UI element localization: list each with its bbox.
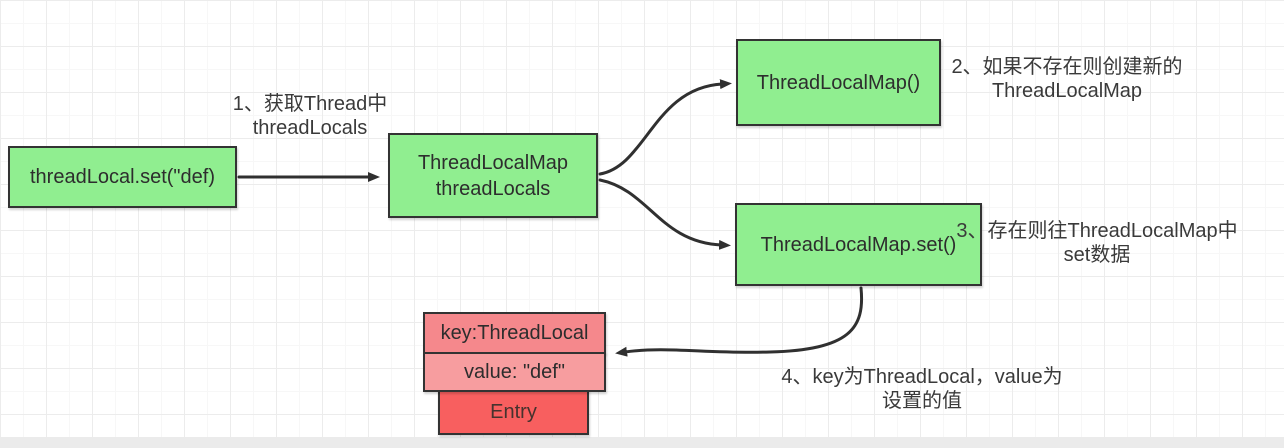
node-entry-value-label: value: "def" [464, 360, 565, 383]
node-entry: Entry [438, 389, 589, 435]
annotation-step4-line1: 4、key为ThreadLocal，value为 [781, 366, 1063, 388]
node-map-line2: threadLocals [435, 177, 551, 200]
annotation-step2-line1: 2、如果不存在则创建新的 [951, 56, 1183, 78]
node-threadlocal-set: threadLocal.set("def) [8, 146, 237, 208]
annotation-step1-line2: threadLocals [252, 117, 368, 139]
arrow-map-to-create [598, 79, 732, 176]
node-map-line1: ThreadLocalMap [417, 151, 569, 174]
node-threadlocal-set-label: threadLocal.set("def) [30, 166, 215, 188]
annotation-step3-line2: set数据 [1063, 244, 1131, 266]
node-entry-key: key:ThreadLocal [423, 312, 606, 354]
annotation-step3-line1: 3、存在则往ThreadLocalMap中 [956, 220, 1238, 242]
node-set-label: ThreadLocalMap.set() [760, 233, 957, 256]
node-entry-label: Entry [490, 401, 537, 423]
annotation-step2-line2: ThreadLocalMap [991, 80, 1143, 102]
node-entry-value: value: "def" [423, 351, 606, 392]
arrow-set-to-entry [615, 286, 864, 357]
annotation-step4-line2: 设置的值 [882, 390, 962, 412]
annotation-step1-line1: 1、获取Thread中 [232, 93, 388, 115]
bottom-gray-strip [0, 437, 1284, 448]
annotation-step1: 1、获取Thread中 threadLocals [195, 92, 425, 140]
annotation-step3: 3、存在则往ThreadLocalMap中 set数据 [952, 219, 1242, 267]
node-create-label: ThreadLocalMap() [756, 71, 921, 94]
node-threadlocalmap-constructor: ThreadLocalMap() [736, 39, 941, 126]
annotation-step2: 2、如果不存在则创建新的 ThreadLocalMap [938, 55, 1196, 103]
node-threadlocalmap-threadlocals: ThreadLocalMap threadLocals [388, 133, 598, 218]
annotation-step4: 4、key为ThreadLocal，value为 设置的值 [763, 365, 1081, 413]
arrow-map-to-set [598, 178, 731, 250]
node-threadlocalmap-set: ThreadLocalMap.set() [735, 203, 982, 286]
node-entry-key-label: key:ThreadLocal [440, 322, 589, 344]
